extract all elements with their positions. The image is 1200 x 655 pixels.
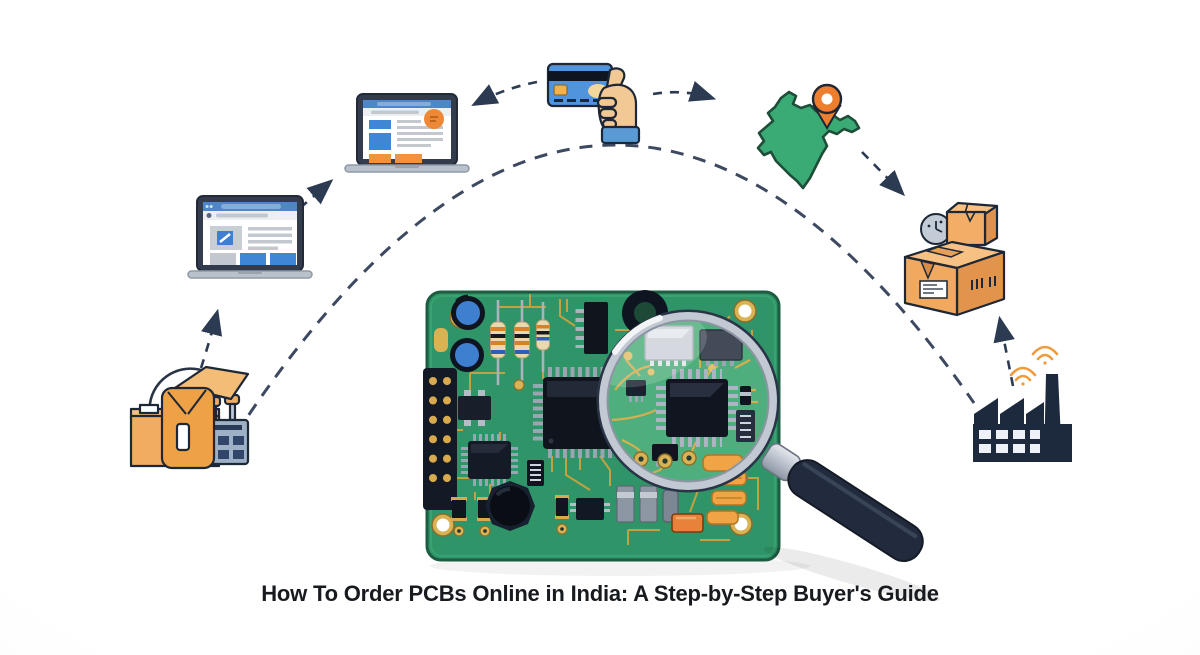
magnified-vias <box>633 450 697 469</box>
orange-component <box>671 513 704 533</box>
process-arc <box>234 143 976 435</box>
shipping-package-icon <box>903 201 1006 317</box>
shipping-label <box>919 280 948 299</box>
capacitors <box>450 294 485 372</box>
sleeve-cuff <box>600 125 641 145</box>
side-barcode <box>971 276 996 290</box>
dip-ic <box>575 302 608 354</box>
arrow-factory-to-package <box>993 315 1015 387</box>
small-soic <box>458 390 491 426</box>
soic8 <box>570 498 610 520</box>
magnified-soic-light <box>644 325 694 366</box>
buyer-figure <box>160 365 250 470</box>
buyer-shopping-icon <box>129 365 250 470</box>
bottom-diodes <box>451 495 569 537</box>
arrow-card-to-laptop <box>471 80 538 107</box>
badge-circle <box>424 109 444 129</box>
factory-windows <box>979 430 1040 453</box>
magnetic-stripe <box>548 71 612 81</box>
laptop-browse-icon <box>187 195 313 279</box>
india-map <box>756 90 861 190</box>
secondary-qfp-chip <box>461 434 518 486</box>
arrow-buyer-to-laptop <box>199 308 223 369</box>
chimney <box>1044 374 1062 462</box>
factory-icon <box>973 345 1072 462</box>
magnifier-rim <box>599 312 777 490</box>
arrow-map-to-package <box>861 151 906 197</box>
magnifier-lens-view <box>603 316 773 486</box>
striped-ic <box>527 460 544 486</box>
gray-smd-parts <box>616 485 679 523</box>
card-chip <box>553 84 568 96</box>
resistors <box>490 300 550 391</box>
arrow-laptop-to-laptop <box>299 179 334 209</box>
magnified-8pin <box>736 386 755 442</box>
magnifier-icon <box>596 309 941 602</box>
india-map-location-icon <box>756 83 861 190</box>
magnifier-handle <box>760 442 924 562</box>
big-box <box>903 240 1006 317</box>
wifi-signal-icon <box>1009 345 1059 386</box>
factory-silhouette <box>973 374 1072 462</box>
location-pin <box>811 83 843 130</box>
hand <box>596 67 641 145</box>
magnified-transistor <box>626 380 646 402</box>
pin-header <box>423 368 457 510</box>
small-box <box>945 201 999 247</box>
credit-card-payment-icon <box>546 62 641 145</box>
step-arrows <box>199 80 1015 387</box>
page-title: How To Order PCBs Online in India: A Ste… <box>261 581 939 606</box>
arrow-card-to-map <box>652 81 717 102</box>
magnified-qfp-chip <box>656 369 738 447</box>
round-component <box>485 481 535 531</box>
magnified-soic-dark <box>699 329 743 366</box>
laptop-order-icon <box>344 93 470 173</box>
